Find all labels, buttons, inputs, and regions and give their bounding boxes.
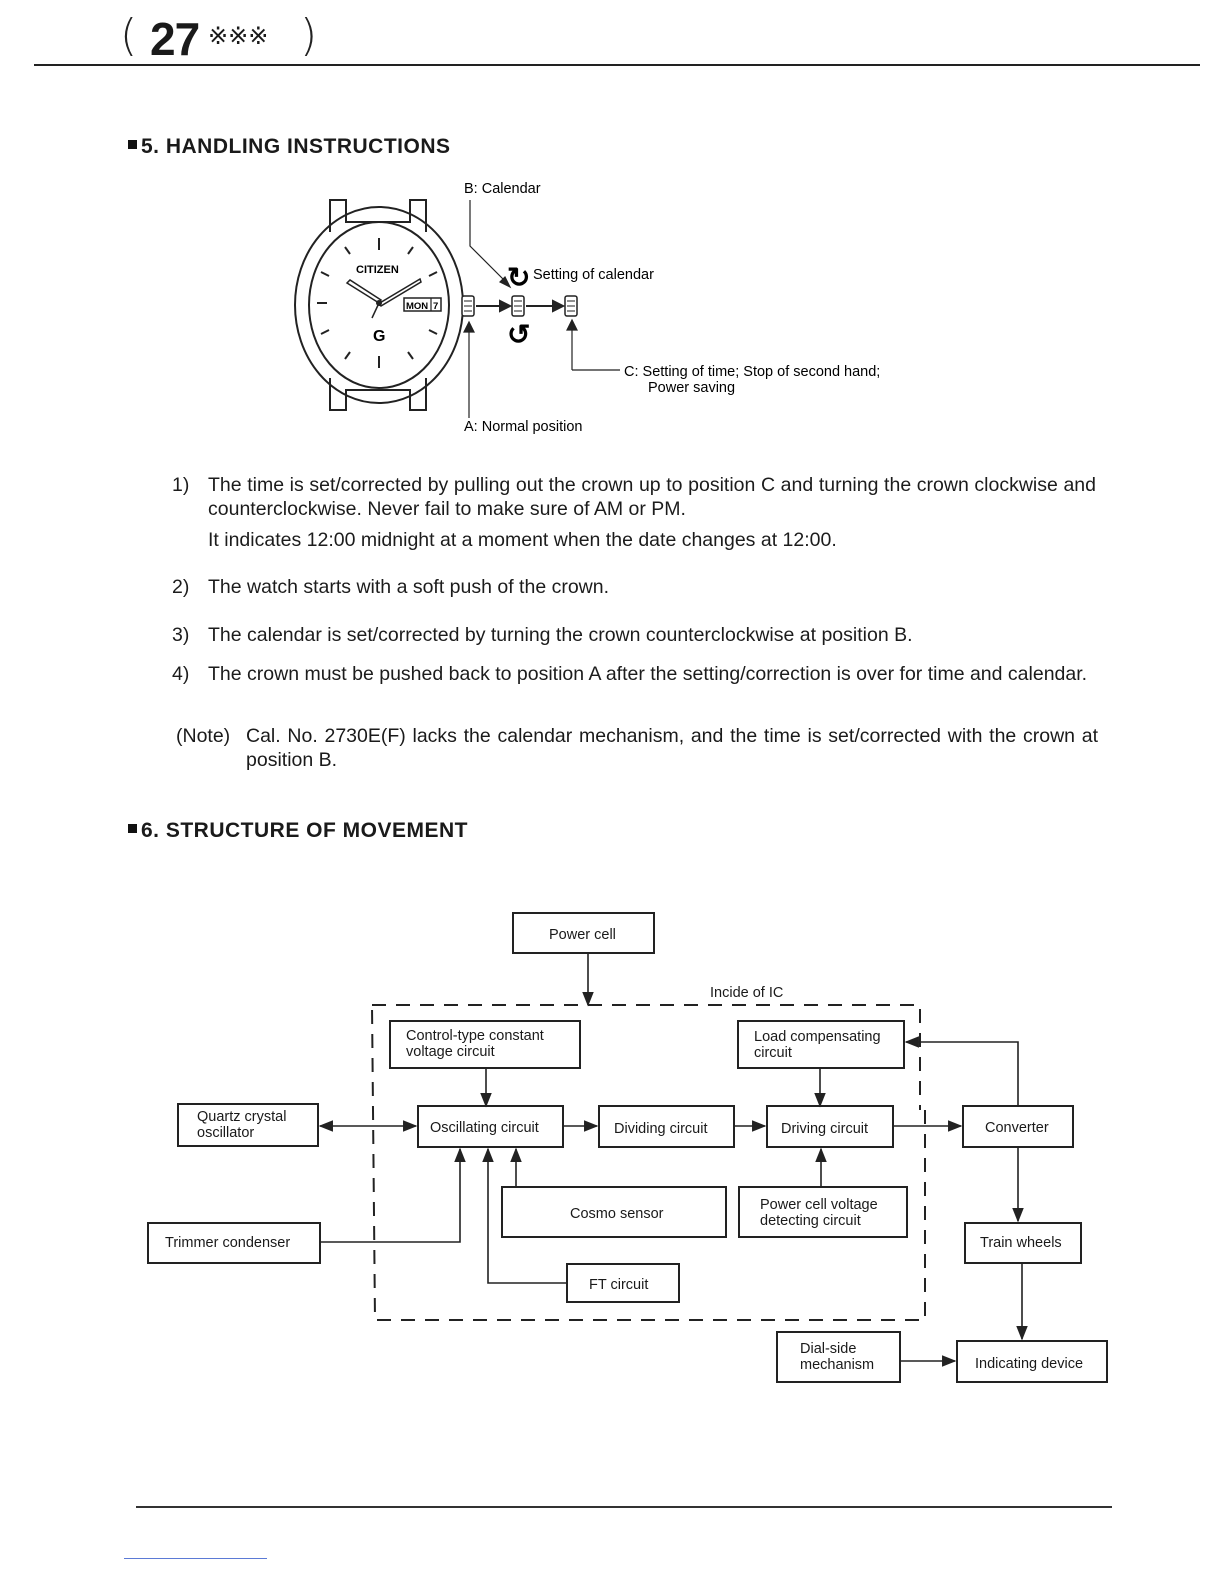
box-dial (776, 1331, 901, 1383)
bullet-square-icon (128, 824, 137, 833)
label-driving: Driving circuit (781, 1121, 868, 1137)
page-number-box: ( 27 ※※※ ) (120, 8, 318, 66)
label-normal-position: A: Normal position (464, 419, 582, 435)
label-oscillating: Oscillating circuit (430, 1120, 539, 1136)
section-5-title: 5. HANDLING INSTRUCTIONS (128, 135, 451, 159)
left-paren: ( (120, 10, 138, 61)
instruction-text: The watch starts with a soft push of the… (208, 576, 610, 598)
instruction-text: The time is set/corrected by pulling out… (208, 474, 1096, 520)
label-load-2: circuit (754, 1045, 792, 1061)
date-window: 7 (433, 301, 438, 312)
label-power-cell: Power cell (549, 927, 616, 943)
section-6-title: 6. STRUCTURE OF MOVEMENT (128, 819, 468, 843)
watch-crown-diagram: CITIZEN G MON 7 ↻ ↺ B: Calendar Setting … (294, 181, 880, 435)
case-bottom-lug (329, 378, 427, 411)
label-quartz-2: oscillator (197, 1125, 254, 1141)
page-suffix: ※※※ (208, 22, 269, 50)
footer-rule (136, 1506, 1112, 1508)
label-converter: Converter (985, 1120, 1049, 1136)
box-load-compensating (737, 1020, 905, 1069)
right-paren: ) (300, 10, 318, 61)
label-cosmo: Cosmo sensor (570, 1206, 664, 1222)
arrow-trimmer-osc (320, 1147, 466, 1243)
box-trimmer (147, 1222, 321, 1264)
label-ft: FT circuit (589, 1277, 648, 1293)
logo-mark: G (373, 328, 385, 345)
note-text: Cal. No. 2730E(F) lacks the calendar mec… (246, 725, 1098, 771)
instruction-extra-text: It indicates 12:00 midnight at a moment … (208, 529, 837, 551)
label-ic: Incide of IC (710, 985, 783, 1001)
arrow-conv-load (904, 1036, 1019, 1106)
label-trimmer: Trimmer condenser (165, 1235, 290, 1251)
label-pcv-2: detecting circuit (760, 1213, 861, 1229)
label-quartz-1: Quartz crystal (197, 1109, 286, 1125)
note-label: (Note) (176, 725, 231, 747)
instruction-number: 1) (172, 474, 190, 496)
instruction-text: The calendar is set/corrected by turning… (208, 624, 913, 646)
label-dial-1: Dial-side (800, 1341, 856, 1357)
label-pcv-1: Power cell voltage (760, 1197, 878, 1213)
label-dividing: Dividing circuit (614, 1121, 707, 1137)
label-setting-calendar: Setting of calendar (533, 267, 654, 283)
box-indicating (956, 1340, 1108, 1383)
header-rule (34, 64, 1200, 66)
bullet-square-icon (128, 140, 137, 149)
instruction-number: 3) (172, 624, 190, 646)
rotation-up-icon: ↻ (507, 262, 530, 293)
rotation-down-icon: ↺ (507, 319, 530, 350)
label-indicating: Indicating device (975, 1356, 1083, 1372)
hour-hand (345, 279, 383, 305)
box-control-voltage (389, 1020, 581, 1069)
instruction-number: 2) (172, 576, 190, 598)
label-load-1: Load compensating (754, 1029, 881, 1045)
box-cosmo (501, 1186, 727, 1238)
movement-block-diagram: Incide of IC Power cell Control-type con… (147, 912, 1108, 1383)
label-dial-2: mechanism (800, 1357, 874, 1373)
box-quartz (177, 1103, 319, 1147)
day-window: MON (406, 301, 428, 312)
day-date-window (403, 297, 442, 312)
label-control-2: voltage circuit (406, 1044, 495, 1060)
watch-dial (308, 221, 450, 389)
box-pcv (738, 1186, 908, 1238)
label-calendar: B: Calendar (464, 181, 541, 197)
instruction-number: 4) (172, 663, 190, 685)
box-power-cell (512, 912, 655, 954)
box-train (964, 1222, 1082, 1264)
ic-boundary (371, 1004, 926, 1321)
arrow-ft-osc (482, 1147, 567, 1284)
label-control-1: Control-type constant (406, 1028, 544, 1044)
instruction-text: The crown must be pushed back to positio… (208, 663, 1088, 685)
brand-label: CITIZEN (356, 264, 399, 276)
label-setting-time: C: Setting of time; Stop of second hand; (624, 364, 880, 380)
label-power-saving: Power saving (648, 380, 735, 396)
label-train: Train wheels (980, 1235, 1062, 1251)
page-number: 27 (150, 13, 200, 65)
footer-mark (124, 1558, 267, 1559)
